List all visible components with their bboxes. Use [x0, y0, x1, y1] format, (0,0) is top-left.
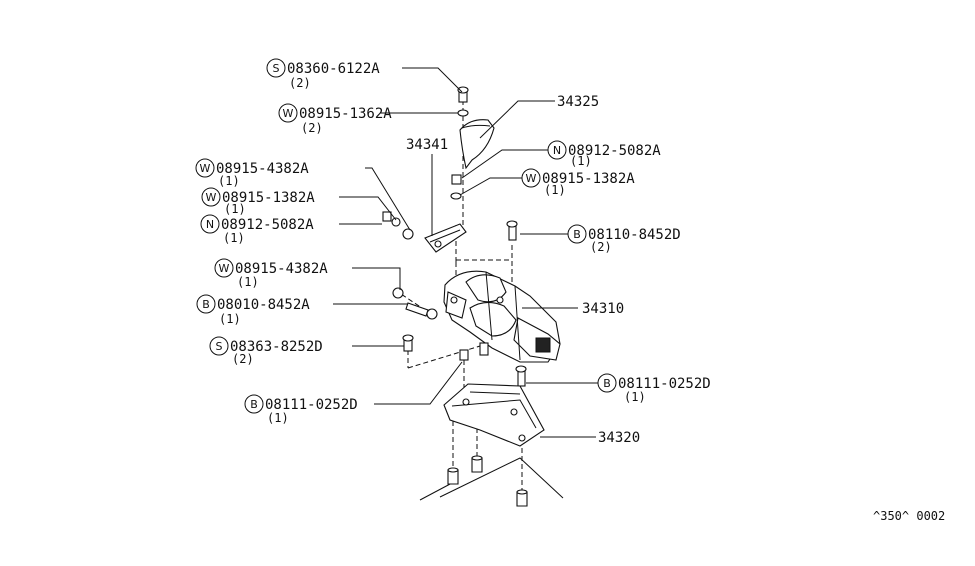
callout-quantity: (1)	[237, 275, 259, 289]
callout-quantity: (1)	[267, 411, 289, 425]
callout-prefix: B	[250, 398, 258, 411]
callout-prefix: W	[206, 191, 217, 204]
bracket-34320	[443, 383, 545, 447]
bolt-08363	[402, 334, 414, 352]
callout-quantity: (1)	[624, 390, 646, 404]
callout-part-number: 08010-8452A	[217, 297, 310, 313]
nut-34325	[450, 174, 462, 200]
callout-part-number: 08360-6122A	[287, 61, 380, 77]
callout-quantity: (1)	[219, 312, 241, 326]
callout-prefix: W	[219, 262, 230, 275]
callout-S-08360: S 08360-6122A (2)	[266, 58, 380, 90]
callout-prefix: W	[283, 107, 294, 120]
callout-prefix: S	[273, 62, 280, 75]
bolt-08111-right	[515, 365, 527, 387]
callout-quantity: (1)	[224, 202, 246, 216]
callout-part-number: 08915-4382A	[216, 161, 309, 177]
callout-W-08915-4382A-upper: W 08915-4382A (1)	[195, 158, 309, 188]
callout-quantity: (1)	[570, 154, 592, 168]
callout-quantity: (2)	[289, 76, 311, 90]
transfer-control-34310	[443, 270, 561, 363]
lever-hardware	[382, 211, 414, 240]
callout-part-number: 08915-1382A	[542, 171, 635, 187]
callout-quantity: (1)	[544, 183, 566, 197]
callout-N-08912-lower: N 08912-5082A (1)	[200, 214, 314, 245]
callout-W-08915-1362A: W 08915-1362A (2)	[278, 103, 392, 135]
callout-part-number: 34341	[406, 137, 448, 153]
callout-part-number: 08363-8252D	[230, 339, 323, 355]
callout-part-number: 08915-4382A	[235, 261, 328, 277]
callout-B-08111-right: B 08111-0252D (1)	[597, 373, 711, 404]
callout-S-08363: S 08363-8252D (2)	[209, 336, 323, 366]
washer-lower	[392, 287, 404, 299]
callout-part-number: 08912-5082A	[221, 217, 314, 233]
callout-W-08915-1382A-right: W 08915-1382A (1)	[521, 168, 635, 197]
callout-quantity: (1)	[223, 231, 245, 245]
top-washer	[457, 109, 469, 117]
callout-prefix: S	[216, 340, 223, 353]
diagram-code: ^350^ 0002	[873, 509, 945, 523]
callout-34341: 34341	[406, 137, 448, 153]
callout-part-number: 08915-1362A	[299, 106, 392, 122]
callout-prefix: B	[202, 298, 210, 311]
callout-part-number: 34320	[598, 430, 640, 446]
callout-part-number: 08915-1382A	[222, 190, 315, 206]
callout-part-number: 08912-5082A	[568, 143, 661, 159]
control-lever-34341	[424, 223, 467, 253]
callout-B-08111-left: B 08111-0252D (1)	[244, 394, 358, 425]
callout-part-number: 08111-0252D	[265, 397, 358, 413]
floor-outline	[419, 457, 564, 501]
callout-quantity: (2)	[232, 352, 254, 366]
callout-quantity: (2)	[301, 121, 323, 135]
leader-lines	[333, 67, 598, 438]
bolt-08110	[506, 220, 518, 241]
mounting-studs	[447, 455, 528, 507]
callout-part-number: 34325	[557, 94, 599, 110]
boot-34325	[459, 119, 495, 170]
callout-prefix: N	[206, 218, 214, 231]
callout-part-number: 34310	[582, 301, 624, 317]
callout-34310: 34310	[582, 301, 624, 317]
callout-34320: 34320	[598, 430, 640, 446]
callout-prefix: W	[526, 172, 537, 185]
callout-prefix: W	[200, 162, 211, 175]
callout-W-08915-4382A-lower: W 08915-4382A (1)	[214, 258, 328, 289]
callout-N-08912-upper: N 08912-5082A (1)	[547, 140, 661, 168]
callout-B-08010: B 08010-8452A (1)	[196, 294, 310, 326]
callout-quantity: (2)	[590, 240, 612, 254]
callout-prefix: B	[573, 228, 581, 241]
callout-quantity: (1)	[218, 174, 240, 188]
bolt-08010	[405, 302, 438, 320]
callout-W-08915-1382A-left: W 08915-1382A (1)	[201, 187, 315, 216]
top-bolt	[457, 86, 469, 103]
callout-prefix: N	[553, 144, 561, 157]
callout-part-number: 08110-8452D	[588, 227, 681, 243]
callout-prefix: B	[603, 377, 611, 390]
callout-B-08110: B 08110-8452D (2)	[567, 224, 681, 254]
callout-34325: 34325	[557, 94, 599, 110]
center-bolt	[459, 342, 489, 361]
callout-part-number: 08111-0252D	[618, 376, 711, 392]
